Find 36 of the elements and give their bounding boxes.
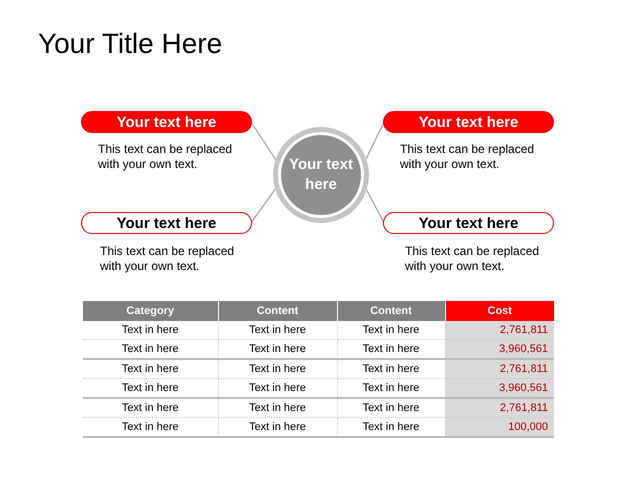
connector-line	[366, 122, 385, 160]
column-header: Content	[337, 301, 445, 321]
heading-pill: Your text here	[81, 111, 252, 133]
table-text: Text in here	[83, 398, 218, 418]
slide-title: Your Title Here	[38, 27, 222, 61]
cost-value: 3,960,561	[445, 378, 554, 398]
connector-line	[250, 122, 276, 160]
heading-pill: Your text here	[81, 212, 252, 234]
connector-line	[250, 188, 276, 224]
table-text: Text in here	[83, 378, 218, 398]
table-text: Text in here	[83, 321, 218, 340]
connector-line	[366, 190, 385, 224]
table-text: Text in here	[218, 418, 337, 437]
heading-pill: Your text here	[383, 212, 554, 234]
description-text: This text can be replaced with your own text.	[405, 244, 540, 274]
table-text: Text in here	[218, 340, 337, 359]
cost-value: 3,960,561	[445, 340, 554, 359]
heading-pill: Your text here	[383, 111, 554, 133]
table-text: Text in here	[83, 359, 218, 378]
description-text: This text can be replaced with your own text.	[100, 244, 236, 274]
column-header: Category	[83, 301, 218, 321]
cost-value: 2,761,811	[445, 398, 554, 418]
cost-value: 2,761,811	[445, 321, 554, 340]
description-text: This text can be replaced with your own text.	[400, 142, 536, 172]
cost-value: 2,761,811	[445, 359, 554, 378]
table-text: Text in here	[218, 321, 337, 340]
table-text: Text in here	[218, 378, 337, 398]
center-circle: Your text here	[273, 127, 369, 223]
table-text: Text in here	[83, 418, 218, 437]
column-header: Cost	[445, 301, 554, 321]
table-text: Text in here	[83, 340, 218, 359]
column-header: Content	[218, 301, 337, 321]
description-text: This text can be replaced with your own text.	[98, 142, 234, 172]
cost-value: 100,000	[445, 418, 554, 437]
table-text: Text in here	[218, 359, 337, 378]
table-text: Text in here	[218, 398, 337, 418]
